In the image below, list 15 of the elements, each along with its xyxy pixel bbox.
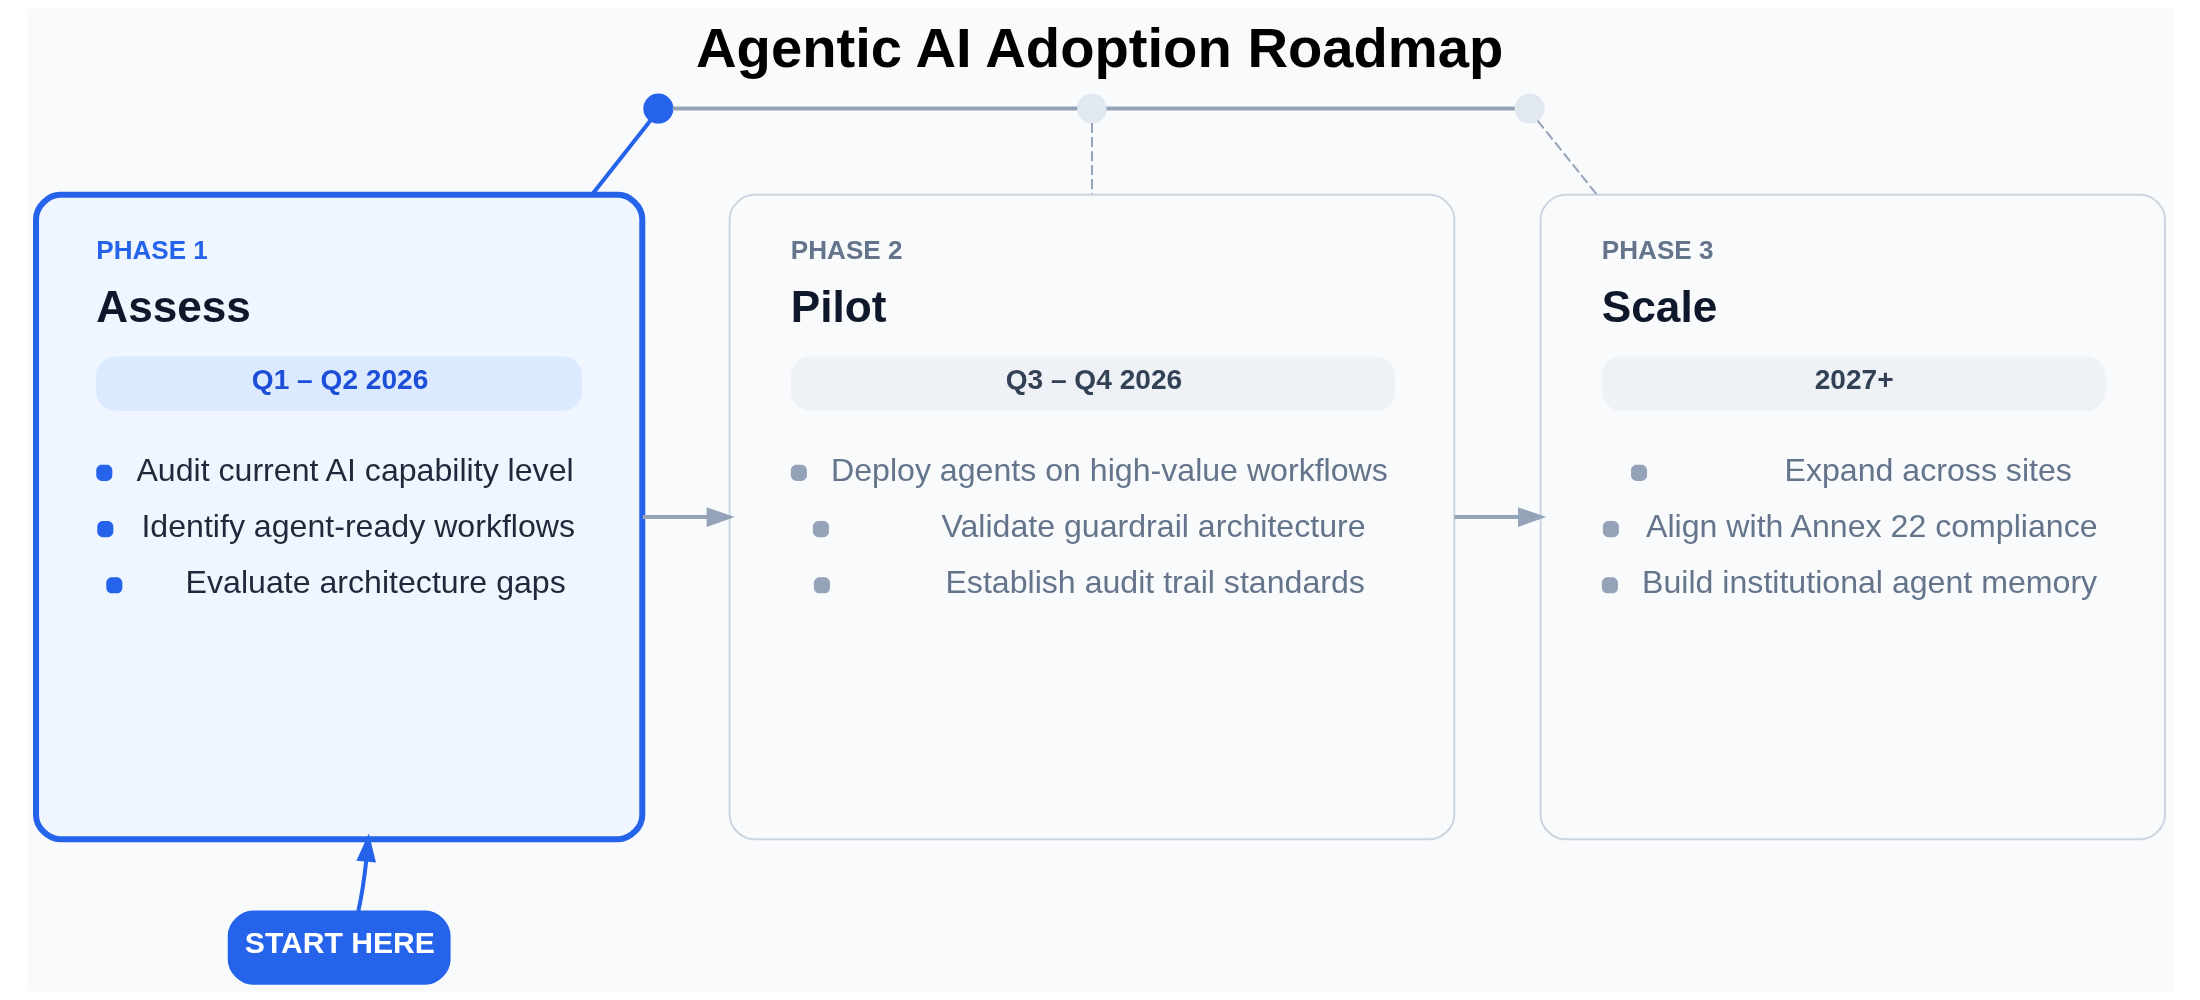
arrow	[355, 833, 376, 912]
node-circle	[1514, 93, 1545, 124]
node-box: PHASE 2 Pilot Q3 – Q4 2026 Deploy agents on high-value workflows Validate guardrail architecture Establish audit trail standards	[728, 193, 1455, 841]
connector	[1106, 106, 1515, 111]
diagram-title: Agentic AI Adoption Roadmap	[695, 16, 1503, 80]
arrow	[642, 507, 735, 527]
arrow	[1454, 507, 1546, 527]
node-box: PHASE 1 Assess Q1 – Q2 2026 Audit current AI capability level Identify agent-ready workflows Evaluate architecture gaps	[32, 191, 645, 843]
connector	[1536, 119, 1598, 196]
node-circle	[1076, 93, 1107, 124]
connector	[672, 106, 1077, 111]
connector	[1090, 123, 1093, 195]
node-box: PHASE 3 Scale 2027+ Expand across sites Align with Annex 22 compliance Build institutional agent memory	[1539, 193, 2166, 841]
node-circle	[642, 93, 673, 124]
node-box: START HERE	[227, 910, 451, 985]
